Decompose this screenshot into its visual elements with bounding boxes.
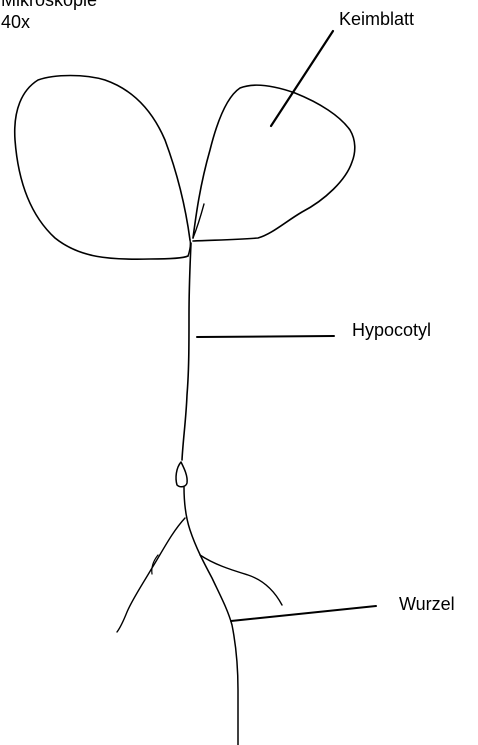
label-keimblatt: Keimblatt xyxy=(339,9,414,30)
right-cotyledon xyxy=(193,85,355,241)
left-cotyledon xyxy=(15,76,190,260)
leader-hypocotyl xyxy=(197,336,334,337)
root-branch-left xyxy=(117,518,185,632)
label-hypocotyl: Hypocotyl xyxy=(352,320,431,341)
leader-wurzel xyxy=(231,606,376,621)
label-wurzel: Wurzel xyxy=(399,594,455,615)
leader-keimblatt xyxy=(271,31,333,126)
main-root xyxy=(184,487,238,745)
hypocotyl-stem xyxy=(182,243,191,460)
stem-node xyxy=(176,462,187,487)
